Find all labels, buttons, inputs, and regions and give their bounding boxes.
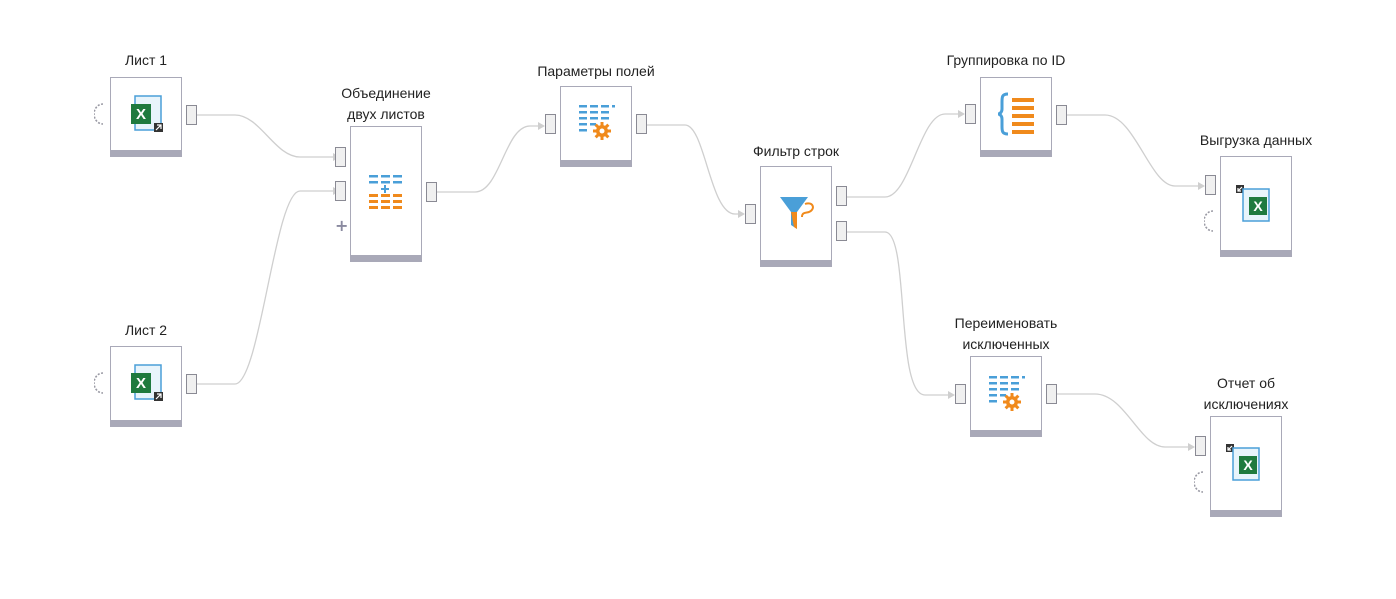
connection-sheet2-union	[197, 190, 333, 385]
node-label-filter: Фильтр строк	[752, 143, 840, 159]
connection-arrow	[948, 391, 955, 399]
node-sheet1[interactable]: X	[110, 77, 182, 157]
node-export[interactable]: X	[1220, 156, 1292, 257]
node-label-union-line1: Объединение	[341, 85, 431, 101]
node-label-fields: Параметры полей	[537, 63, 655, 79]
node-rename[interactable]	[970, 356, 1042, 437]
connection-arrow	[1198, 182, 1205, 190]
input-port-export[interactable]	[1205, 175, 1216, 195]
node-label-export: Выгрузка данных	[1199, 132, 1313, 148]
output-port-filter-2[interactable]	[836, 221, 847, 241]
node-label-rename-line1: Переименовать	[954, 315, 1058, 331]
node-label-report-line2: исключениях	[1203, 396, 1289, 412]
svg-text:X: X	[1253, 198, 1263, 214]
connection-union-fields	[437, 125, 541, 193]
input-port-filter[interactable]	[745, 204, 756, 224]
node-group[interactable]	[980, 77, 1052, 157]
connection-fields-filter	[647, 124, 741, 215]
funnel-icon	[780, 197, 814, 229]
excel-import-icon: X	[131, 95, 163, 132]
svg-text:X: X	[136, 106, 146, 123]
input-indicator-icon	[94, 103, 104, 125]
connection-arrow	[1188, 443, 1195, 451]
output-indicator-icon	[1194, 471, 1204, 493]
output-port-union[interactable]	[426, 182, 437, 202]
output-indicator-icon	[1204, 210, 1214, 232]
output-port-filter-1[interactable]	[836, 186, 847, 206]
connection-arrow	[538, 122, 545, 130]
add-input-icon[interactable]: +	[335, 216, 349, 235]
excel-import-icon: X	[131, 364, 163, 401]
input-indicator-icon	[94, 372, 104, 394]
node-union[interactable]	[350, 126, 422, 262]
table-settings-icon	[989, 376, 1025, 411]
node-label-report-line1: Отчет об	[1216, 375, 1276, 391]
curly-braces-list-icon	[997, 92, 1034, 136]
node-label-group: Группировка по ID	[946, 52, 1066, 68]
node-label-rename-line2: исключенных	[962, 336, 1050, 352]
node-filter[interactable]	[760, 166, 832, 267]
connection-rename-report	[1057, 393, 1191, 448]
svg-text:X: X	[136, 375, 146, 392]
node-label-report: Отчет об исключениях	[1176, 373, 1316, 415]
input-port-rename[interactable]	[955, 384, 966, 404]
connection-sheet1-union	[197, 114, 333, 158]
connection-arrow	[958, 110, 965, 118]
input-port-union-1[interactable]	[335, 147, 346, 167]
node-label-sheet2: Лист 2	[124, 322, 168, 338]
input-port-union-2[interactable]	[335, 181, 346, 201]
input-port-report[interactable]	[1195, 436, 1206, 456]
table-union-icon	[369, 175, 402, 209]
node-label-sheet1: Лист 1	[124, 52, 168, 68]
excel-export-icon: X	[1236, 185, 1270, 222]
node-label-rename: Переименовать исключенных	[936, 313, 1076, 355]
node-fields[interactable]	[560, 86, 632, 167]
output-port-rename[interactable]	[1046, 384, 1057, 404]
node-label-union: Объединение двух листов	[316, 83, 456, 125]
excel-export-icon: X	[1226, 444, 1260, 481]
node-label-union-line2: двух листов	[347, 106, 425, 122]
node-report[interactable]: X	[1210, 416, 1282, 517]
input-port-group[interactable]	[965, 104, 976, 124]
output-port-sheet1[interactable]	[186, 105, 197, 125]
output-port-sheet2[interactable]	[186, 374, 197, 394]
node-sheet2[interactable]: X	[110, 346, 182, 427]
svg-text:X: X	[1243, 457, 1253, 473]
input-port-fields[interactable]	[545, 114, 556, 134]
output-port-group[interactable]	[1056, 105, 1067, 125]
output-port-fields[interactable]	[636, 114, 647, 134]
table-settings-icon	[579, 105, 615, 140]
connection-arrow	[738, 210, 745, 218]
